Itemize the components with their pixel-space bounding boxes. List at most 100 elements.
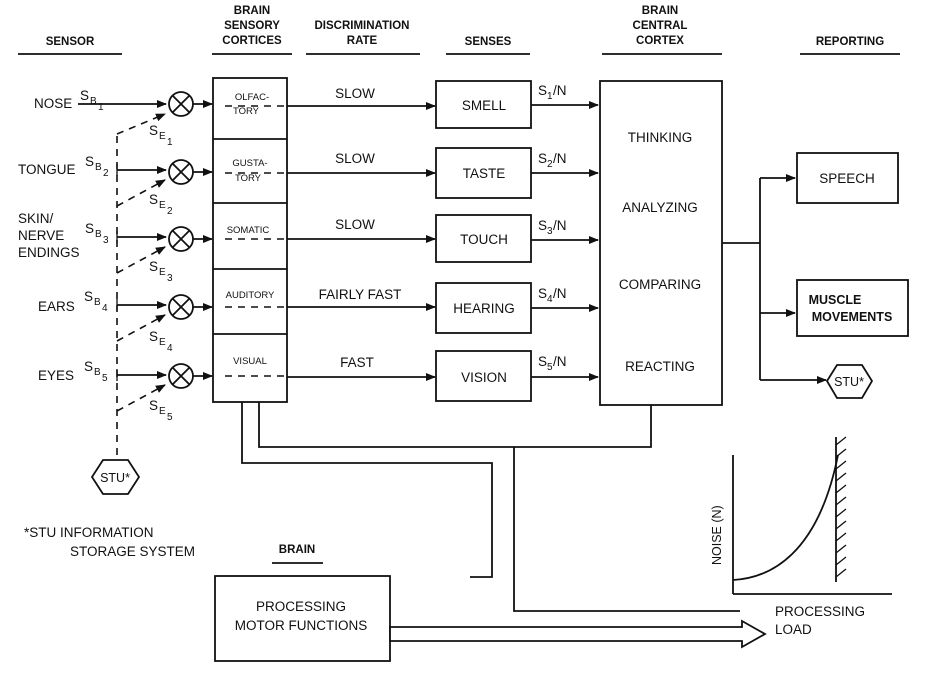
processing-line2: MOTOR FUNCTIONS <box>235 618 368 633</box>
svg-text:5: 5 <box>102 373 108 384</box>
report-muscle-line2: MOVEMENTS <box>812 310 893 324</box>
svg-text:5: 5 <box>167 412 173 423</box>
sensor-eyes: EYES <box>38 368 74 383</box>
svg-text:/N: /N <box>553 151 567 166</box>
footnote: *STU INFORMATION STORAGE SYSTEM <box>24 525 195 559</box>
svg-text:E: E <box>159 267 166 278</box>
rate-auditory: FAIRLY FAST <box>319 287 402 302</box>
svg-text:S: S <box>149 123 158 138</box>
rate-somatic: SLOW <box>335 217 375 232</box>
cortex-auditory: AUDITORY <box>226 290 275 301</box>
sb-labels: S B 1 S B 2 S B 3 S B 4 S B 5 <box>80 88 109 384</box>
svg-text:1: 1 <box>167 137 173 148</box>
svg-text:S: S <box>84 359 93 374</box>
sensory-cortices-column: OLFAC- TORY GUSTA- TORY SOMATIC AUDITORY… <box>212 77 288 403</box>
header-central-line1: BRAIN <box>642 5 678 17</box>
svg-text:B: B <box>95 229 102 240</box>
svg-text:S: S <box>538 218 547 233</box>
sn-label-4: S 4 /N <box>538 286 567 305</box>
svg-text:S: S <box>538 151 547 166</box>
sn-label-5: S 5 /N <box>538 354 567 373</box>
sensor-ears: EARS <box>38 299 75 314</box>
svg-text:S: S <box>538 286 547 301</box>
svg-text:2: 2 <box>547 159 553 170</box>
svg-text:E: E <box>159 406 166 417</box>
svg-text:B: B <box>94 297 101 308</box>
svg-text:/N: /N <box>553 354 567 369</box>
svg-text:1: 1 <box>547 91 553 102</box>
sense-touch: TOUCH <box>460 232 508 247</box>
header-sensor: SENSOR <box>46 36 95 48</box>
footnote-line1: *STU INFORMATION <box>24 525 154 540</box>
processing-line1: PROCESSING <box>256 599 346 614</box>
sn-label-3: S 3 /N <box>538 218 567 237</box>
header-cortices-line1: BRAIN <box>234 5 270 17</box>
mixer-5 <box>168 363 213 389</box>
senses-boxes: SMELL TASTE TOUCH HEARING VISION <box>435 80 532 402</box>
sensor-tongue: TONGUE <box>18 162 76 177</box>
svg-text:3: 3 <box>103 235 109 246</box>
central-cortex-box: THINKING ANALYZING COMPARING REACTING <box>599 80 723 406</box>
cortex-olfactory-line2: TORY <box>233 106 260 117</box>
header-cortices-line3: CORTICES <box>222 35 282 47</box>
sensor-nose: NOSE <box>34 96 72 111</box>
se-labels: S E 1 S E 2 S E 3 S E 4 S E 5 <box>149 123 173 423</box>
svg-text:S: S <box>80 88 89 103</box>
stu-label: STU* <box>100 471 130 485</box>
svg-text:E: E <box>159 131 166 142</box>
reporting-branch: SPEECH MUSCLE MOVEMENTS STU* <box>722 152 909 399</box>
mixer-2 <box>168 159 213 185</box>
svg-text:S: S <box>149 259 158 274</box>
svg-text:3: 3 <box>547 226 553 237</box>
header-central-line2: CENTRAL <box>633 20 688 32</box>
activity-analyzing: ANALYZING <box>622 200 698 215</box>
svg-text:/N: /N <box>553 83 567 98</box>
svg-text:S: S <box>84 289 93 304</box>
sb-label-4: S B 4 <box>84 289 108 314</box>
svg-text:B: B <box>95 162 102 173</box>
se-label-3: S E 3 <box>149 259 173 284</box>
cortex-gustatory-line1: GUSTA- <box>232 158 267 169</box>
svg-text:S: S <box>149 192 158 207</box>
processing-load-line2: LOAD <box>775 622 812 637</box>
cortex-somatic: SOMATIC <box>227 225 270 236</box>
mixer-1 <box>168 91 213 117</box>
se-label-2: S E 2 <box>149 192 173 217</box>
footnote-line2: STORAGE SYSTEM <box>70 544 195 559</box>
svg-text:2: 2 <box>167 206 173 217</box>
stu-storage-hexagon: STU* <box>90 459 141 495</box>
sensor-skin-line1: SKIN/ <box>18 211 54 226</box>
signal-noise-arrows: S 1 /N S 2 /N S 3 /N S 4 /N S 5 /N <box>531 83 599 381</box>
activity-comparing: COMPARING <box>619 277 701 292</box>
header-senses: SENSES <box>465 36 512 48</box>
svg-text:/N: /N <box>553 286 567 301</box>
svg-text:B: B <box>94 367 101 378</box>
activity-thinking: THINKING <box>628 130 693 145</box>
report-stu: STU* <box>834 375 864 389</box>
svg-text:/N: /N <box>553 218 567 233</box>
sensor-labels: NOSE TONGUE SKIN/ NERVE ENDINGS EARS EYE… <box>18 96 80 383</box>
cortex-olfactory-line1: OLFAC- <box>235 92 269 103</box>
svg-text:3: 3 <box>167 273 173 284</box>
cortex-gustatory-line2: TORY <box>235 173 262 184</box>
svg-text:S: S <box>538 354 547 369</box>
report-speech: SPEECH <box>819 171 875 186</box>
svg-text:2: 2 <box>103 168 109 179</box>
processing-load-arrow: PROCESSING LOAD <box>389 604 865 649</box>
svg-text:S: S <box>85 221 94 236</box>
sense-vision: VISION <box>461 370 507 385</box>
sb-label-2: S B 2 <box>85 154 109 179</box>
sn-label-1: S 1 /N <box>538 83 567 102</box>
sensor-skin-line3: ENDINGS <box>18 245 80 260</box>
discrimination-arrows: SLOW SLOW SLOW FAIRLY FAST FAST <box>287 86 436 381</box>
svg-text:4: 4 <box>102 303 108 314</box>
svg-text:5: 5 <box>547 362 553 373</box>
svg-text:S: S <box>149 329 158 344</box>
svg-text:S: S <box>538 83 547 98</box>
sense-hearing: HEARING <box>453 301 515 316</box>
cortex-visual: VISUAL <box>233 356 267 367</box>
header-discrimination-line2: RATE <box>347 35 378 47</box>
rate-olfactory: SLOW <box>335 86 375 101</box>
activity-reacting: REACTING <box>625 359 695 374</box>
